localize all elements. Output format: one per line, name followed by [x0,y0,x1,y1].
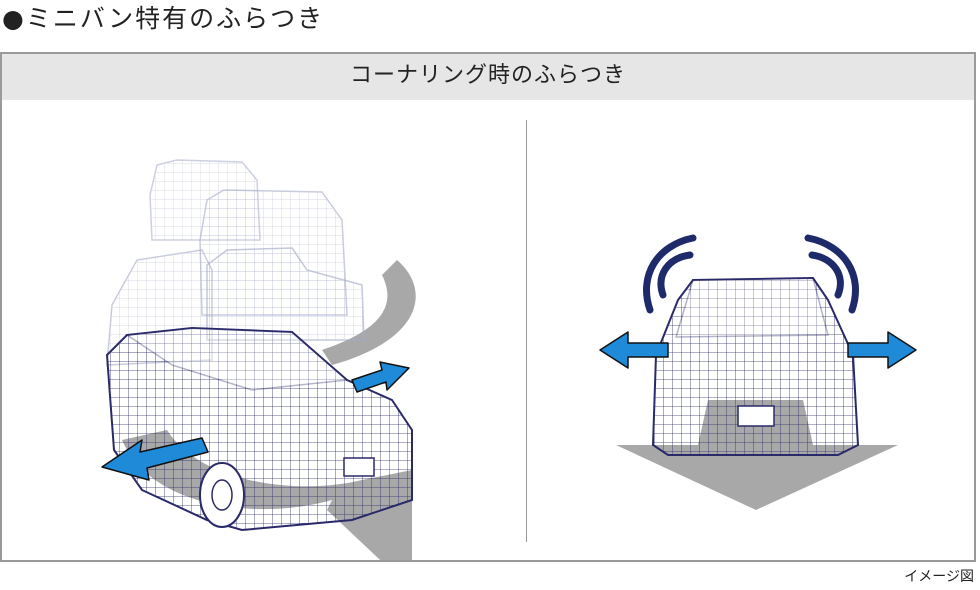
front-car-wireframe [651,276,860,456]
diagram-panel: コーナリング時のふらつき [0,52,976,562]
front-view-scene [599,234,917,510]
front-wheel [199,462,245,528]
image-caption: イメージ図 [904,569,974,585]
sway-arrow-left [599,331,669,369]
sway-arrow-right [847,331,917,369]
main-car-wireframe [105,326,413,532]
scene-divider [526,120,527,542]
cornering-path-upper [322,260,416,365]
license-plate [343,457,375,477]
lateral-force-arrow-left [101,437,209,481]
page-title: ●ミニバン特有のふらつき [2,4,325,33]
cornering-scene [101,159,416,560]
front-license-plate [737,405,775,427]
lateral-force-arrow-right [351,361,410,393]
panel-header: コーナリング時のふらつき [2,54,974,100]
sway-mark-right [804,234,859,314]
sway-mark-left [643,234,697,314]
